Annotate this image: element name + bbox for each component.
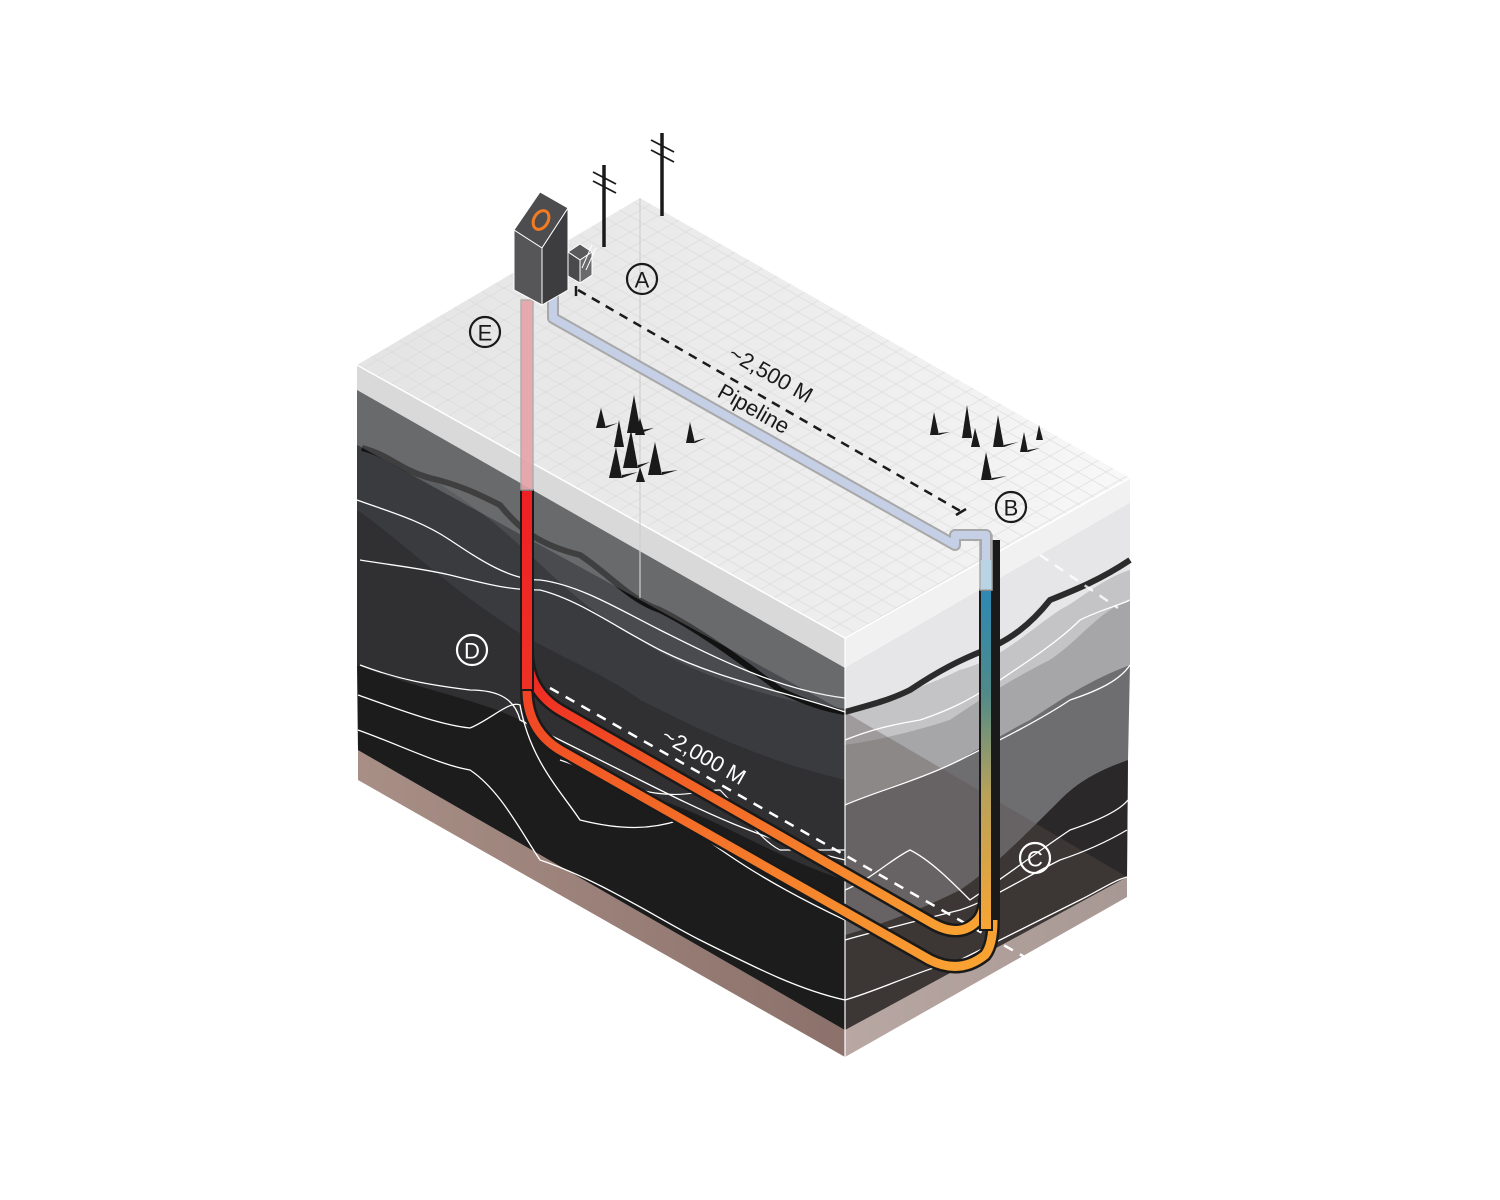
svg-text:A: A	[635, 268, 650, 293]
tree-cluster-left	[596, 395, 706, 482]
svg-text:D: D	[464, 639, 480, 664]
label-a: A	[625, 262, 659, 296]
svg-text:E: E	[478, 321, 493, 346]
base-layer	[358, 750, 1127, 1057]
auxiliary-unit-icon	[567, 243, 593, 284]
label-e: E	[468, 315, 502, 349]
label-d: D	[455, 633, 489, 667]
closed-loop-pipes	[520, 295, 1000, 974]
label-c: C	[1018, 841, 1052, 875]
power-pole-icon	[581, 133, 675, 271]
power-plant-icon	[513, 191, 569, 306]
svg-text:B: B	[1004, 496, 1019, 521]
left-face-strata	[356, 390, 846, 1030]
tree-icon	[596, 395, 1043, 482]
label-b: B	[994, 490, 1028, 524]
tree-cluster-right	[930, 405, 1043, 480]
svg-text:C: C	[1027, 847, 1043, 872]
